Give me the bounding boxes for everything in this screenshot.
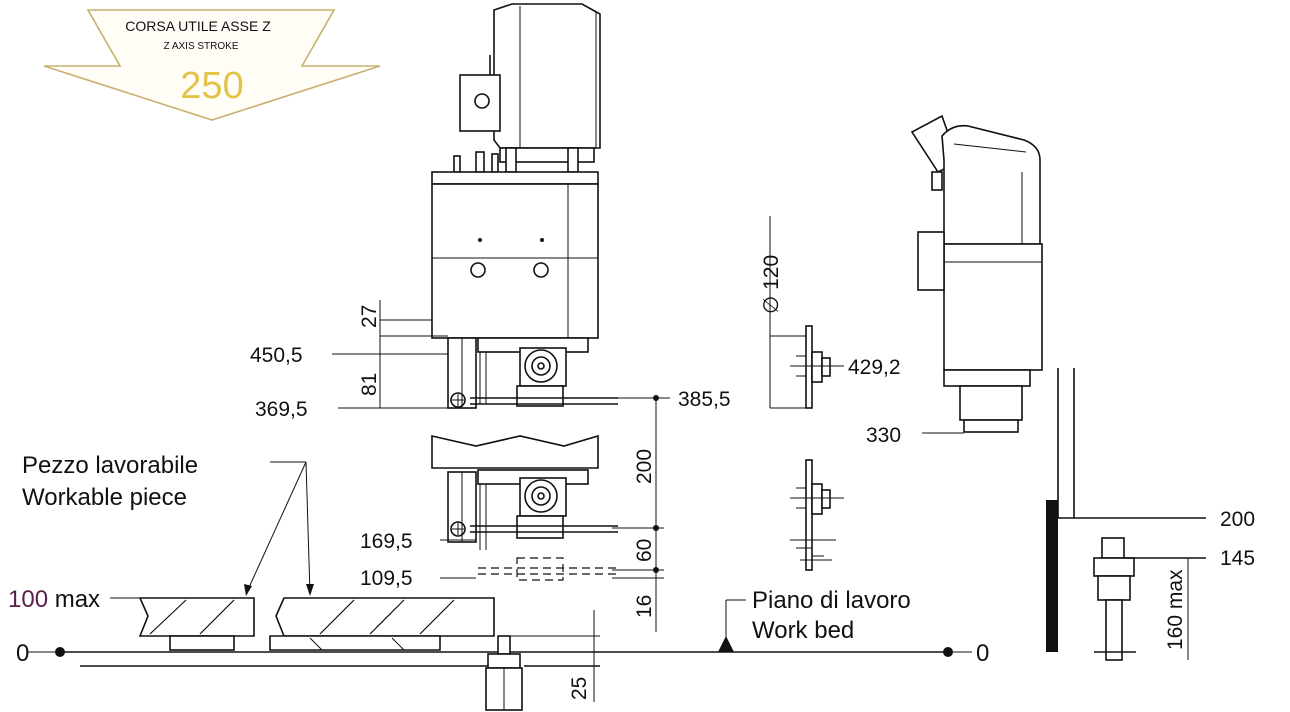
dim-81: 81 — [358, 373, 381, 396]
side-view-head: 330 — [866, 114, 1043, 447]
badge-title-it: CORSA UTILE ASSE Z — [125, 18, 271, 34]
motor-body — [493, 3, 601, 149]
badge-value: 250 — [180, 65, 243, 107]
max-height-label: 100 max — [8, 586, 100, 613]
workpiece — [138, 597, 495, 651]
dim-25: 25 — [568, 677, 591, 700]
left-dimensions: 27 81 450,5 369,5 385,5 200 60 16 169,5 … — [250, 300, 731, 632]
work-bed-label-it: Piano di lavoro — [752, 587, 911, 614]
side-motor-body — [941, 124, 1041, 245]
zero-left: 0 — [16, 640, 29, 667]
badge-arrow-shape — [43, 9, 381, 121]
zero-right: 0 — [976, 640, 989, 667]
dim-385-5: 385,5 — [678, 388, 731, 411]
side-head-housing — [943, 243, 1043, 371]
dim-330: 330 — [866, 424, 901, 447]
broken-housing — [431, 434, 599, 469]
dim-429-2: 429,2 — [848, 356, 901, 379]
work-bed: 0 0 Piano di lavoro Work bed 25 — [16, 587, 989, 711]
dim-200-right: 200 — [1220, 508, 1255, 531]
motor-terminal-box — [459, 74, 501, 132]
right-fixture: 200 145 160 max — [1046, 368, 1255, 661]
dim-169-5: 169,5 — [360, 530, 413, 553]
tool-detail: ∅ 120 429,2 — [760, 216, 901, 571]
head-housing — [431, 183, 599, 339]
workpiece-left-block — [138, 597, 255, 637]
spindle-head-assembly — [431, 3, 618, 409]
dim-145: 145 — [1220, 547, 1255, 570]
workpiece-label: Pezzo lavorabile Workable piece 100 max — [8, 452, 314, 613]
dim-200-stroke: 200 — [633, 449, 656, 484]
max-height-suffix: max — [48, 586, 100, 613]
workpiece-label-it: Pezzo lavorabile — [22, 452, 198, 479]
spindle-head-lower-position — [431, 434, 618, 581]
dim-450-5: 450,5 — [250, 344, 303, 367]
dim-27: 27 — [358, 305, 381, 328]
head-top-plate — [431, 171, 599, 185]
fixture-post — [1046, 500, 1058, 652]
dim-16: 16 — [633, 595, 656, 618]
work-bed-label-en: Work bed — [752, 617, 854, 644]
workpiece-right-block — [275, 597, 495, 637]
dim-phi-120: ∅ 120 — [760, 255, 783, 314]
dim-109-5: 109,5 — [360, 567, 413, 590]
z-stroke-badge: CORSA UTILE ASSE Z Z AXIS STROKE 250 — [43, 9, 381, 121]
dim-160-max: 160 max — [1164, 569, 1187, 650]
badge-title-en: Z AXIS STROKE — [163, 41, 238, 52]
max-height-value: 100 — [8, 586, 48, 613]
dim-369-5: 369,5 — [255, 398, 308, 421]
dim-60: 60 — [633, 539, 656, 562]
workpiece-label-en: Workable piece — [22, 484, 187, 511]
